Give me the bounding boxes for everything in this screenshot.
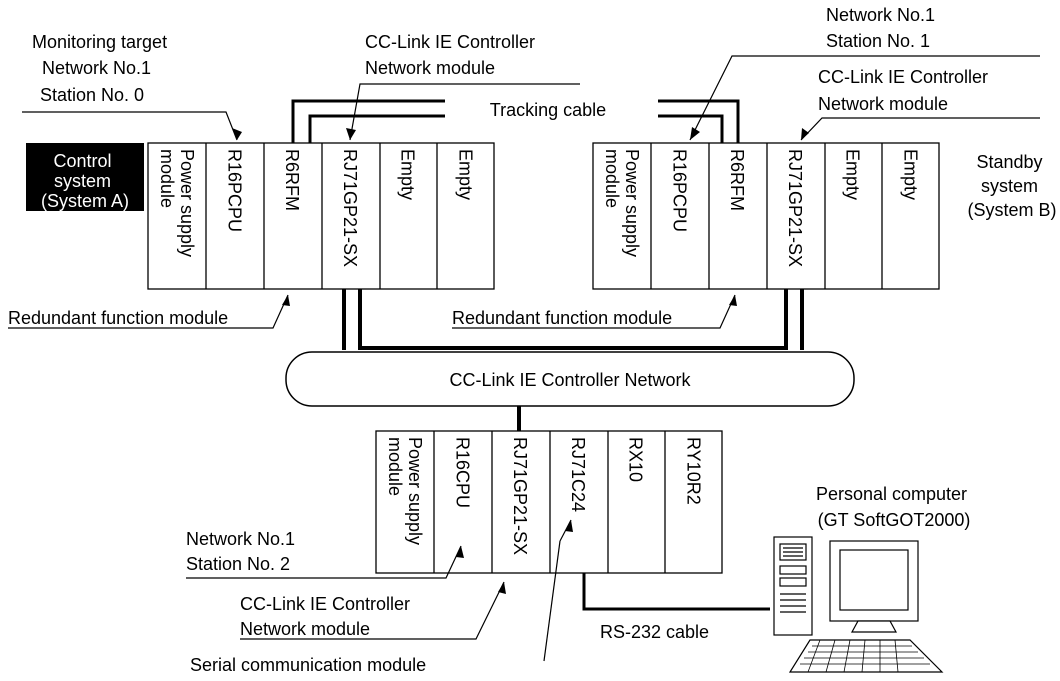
- module-slot-label: R6RFM: [282, 149, 302, 211]
- standby-ccie-module-label: CC-Link IE Controller Network module: [818, 67, 993, 114]
- remote-station-label: Network No.1 Station No. 2: [186, 529, 300, 574]
- module-slot-label: module: [385, 437, 405, 496]
- control-system-rack: [147, 142, 495, 290]
- control-system-label: Control system (System A): [41, 151, 129, 211]
- module-slot-label: Empty: [398, 149, 418, 200]
- serial-module-label: Serial communication module: [190, 655, 426, 675]
- module-slot-label: Power supply: [622, 149, 642, 257]
- module-slot-label: Empty: [900, 149, 920, 200]
- module-slot-label: RX10: [626, 437, 646, 482]
- module-slot-label: R16CPU: [453, 437, 473, 508]
- pc-label: Personal computer (GT SoftGOT2000): [816, 484, 972, 530]
- module-slot-label: RJ71C24: [568, 437, 588, 512]
- rs232-label: RS-232 cable: [600, 622, 709, 642]
- network-cables: [342, 289, 804, 431]
- module-slot-label: R6RFM: [727, 149, 747, 211]
- tracking-cable: [291, 99, 740, 143]
- module-slot-label: Empty: [455, 149, 475, 200]
- module-slot-label: RJ71GP21-SX: [510, 437, 530, 555]
- rs232-cable: [582, 573, 770, 611]
- standby-station-label: Network No.1 Station No. 1: [826, 5, 940, 51]
- remote-ccie-module-label: CC-Link IE Controller Network module: [240, 594, 415, 639]
- module-slot-label: Power supply: [405, 437, 425, 545]
- monitoring-target-label: Monitoring target Network No.1 Station N…: [32, 32, 172, 105]
- control-redundant-label: Redundant function module: [8, 308, 228, 328]
- tracking-cable-label: Tracking cable: [490, 100, 606, 120]
- module-slot-label: RY10R2: [683, 437, 703, 505]
- module-slot-label: RJ71GP21-SX: [340, 149, 360, 267]
- network-frame: [285, 351, 855, 407]
- module-slot-label: RJ71GP21-SX: [785, 149, 805, 267]
- standby-system-rack: [592, 142, 940, 290]
- module-slot-label: Empty: [843, 149, 863, 200]
- standby-system-label: Standby system (System B): [967, 152, 1056, 220]
- module-slot-label: module: [602, 149, 622, 208]
- network-label: CC-Link IE Controller Network: [449, 370, 691, 390]
- control-ccie-module-label: CC-Link IE Controller Network module: [365, 32, 540, 78]
- remote-station-rack: [375, 430, 723, 574]
- module-slot-label: module: [157, 149, 177, 208]
- control-system-label-box: [26, 143, 144, 211]
- module-slot-label: R16PCPU: [225, 149, 245, 232]
- arrow-heads: [232, 127, 809, 594]
- module-slot-label: Power supply: [177, 149, 197, 257]
- standby-redundant-label: Redundant function module: [452, 308, 672, 328]
- module-slot-label: R16PCPU: [670, 149, 690, 232]
- personal-computer-icon: [773, 536, 944, 673]
- serial-arrow-shaft: [559, 519, 572, 542]
